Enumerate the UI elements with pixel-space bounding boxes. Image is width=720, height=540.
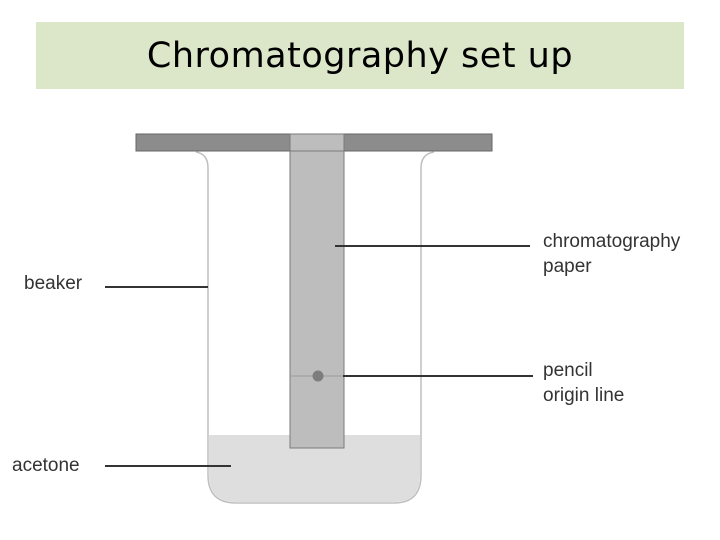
beaker [195, 151, 435, 504]
origin-line-label-line1: pencil [543, 360, 593, 381]
origin-line-label-line2: origin line [543, 385, 625, 406]
acetone-liquid [209, 435, 420, 502]
title-banner: Chromatography set up [36, 22, 684, 89]
chromatography-paper-label-line1: chromatography [543, 231, 681, 252]
paper-top-section [289, 133, 345, 152]
origin-line-label: pencil origin line [543, 358, 624, 408]
chromatography-paper-label: chromatography paper [543, 229, 680, 279]
sample-spot [312, 370, 324, 382]
chromatography-paper [289, 133, 345, 449]
slide-title: Chromatography set up [146, 35, 574, 76]
chromatography-paper-label-line2: paper [543, 256, 592, 277]
beaker-label: beaker [24, 273, 83, 294]
acetone-label: acetone [12, 455, 80, 476]
